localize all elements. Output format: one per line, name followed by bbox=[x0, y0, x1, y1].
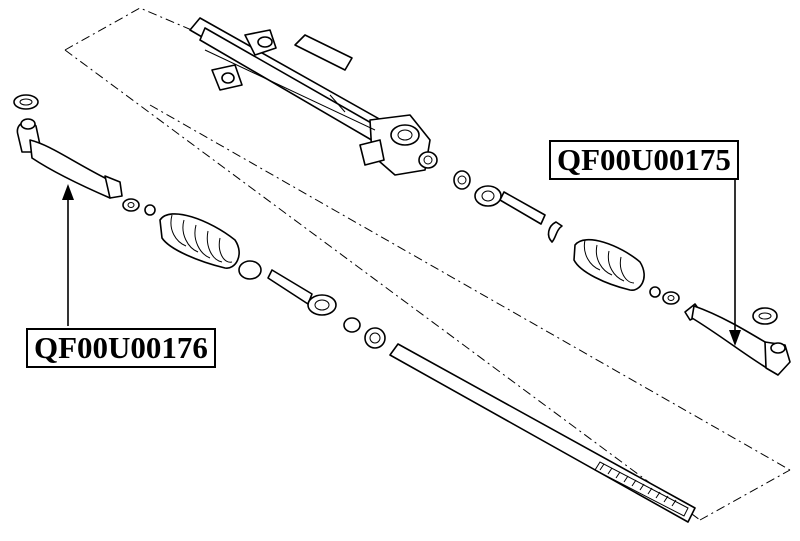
left-inner-tie-rod bbox=[267, 269, 337, 316]
left-rack-bushing bbox=[364, 327, 386, 349]
left-clip bbox=[144, 204, 156, 216]
right-boot-clamp bbox=[547, 221, 563, 243]
arrow-to-left-tie-rod-end bbox=[62, 184, 74, 326]
part-number-label-right: QF00U00175 bbox=[549, 140, 739, 180]
right-locknut bbox=[662, 291, 680, 305]
part-number-label-left: QF00U00176 bbox=[26, 328, 216, 368]
right-clip bbox=[649, 286, 661, 298]
right-rack-bushing bbox=[453, 170, 471, 190]
dash-dot-guide-lines bbox=[64, 7, 791, 521]
arrow-to-right-tie-rod-end bbox=[729, 178, 741, 346]
right-tie-rod-end bbox=[684, 303, 791, 376]
left-locknut bbox=[122, 198, 140, 212]
right-boot bbox=[573, 239, 645, 291]
right-inner-tie-rod bbox=[474, 185, 546, 225]
left-boot bbox=[159, 213, 240, 269]
steering-gear-housing bbox=[189, 17, 438, 176]
left-tie-rod-end bbox=[13, 94, 123, 199]
left-inner-nut bbox=[343, 317, 361, 333]
rack-cover-sleeve bbox=[294, 34, 353, 71]
steering-rack-bar bbox=[389, 343, 696, 523]
left-boot-clamp bbox=[238, 260, 262, 280]
